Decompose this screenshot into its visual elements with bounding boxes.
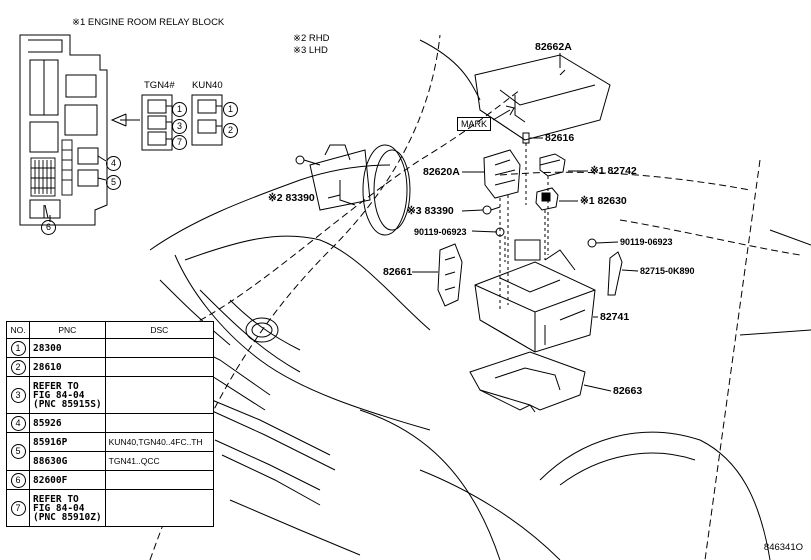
row-pnc: 85916P bbox=[29, 432, 106, 452]
callout-7: 7 bbox=[172, 132, 187, 150]
row-dsc bbox=[104, 413, 215, 433]
row-pnc: 85926 bbox=[29, 413, 106, 433]
mark-label: MARK bbox=[457, 117, 492, 131]
relay-82742 bbox=[539, 153, 566, 177]
relay-cover bbox=[474, 54, 611, 141]
part-82741: 82741 bbox=[600, 311, 630, 323]
row-dsc bbox=[104, 338, 215, 358]
row-no: 5 bbox=[10, 444, 26, 459]
row-no: 1 bbox=[10, 340, 26, 356]
relay-block-outline bbox=[19, 34, 108, 226]
car-body bbox=[149, 34, 801, 560]
callout-1b: 1 bbox=[223, 99, 238, 117]
note-lhd: ※3 LHD bbox=[293, 45, 328, 56]
part-82663: 82663 bbox=[613, 385, 643, 397]
table-row: 2 28610 bbox=[6, 357, 215, 377]
header-pnc: PNC bbox=[29, 321, 106, 339]
table-row: 88630G TGN41..QCC bbox=[7, 451, 215, 471]
row-dsc: KUN40,TGN40..4FC..TH bbox=[104, 432, 215, 452]
row-dsc bbox=[104, 489, 215, 527]
table-row: 3 REFER TO FIG 84-04 (PNC 85915S) bbox=[6, 376, 215, 414]
row-pnc: 28610 bbox=[29, 357, 106, 377]
part-90119-left: 90119-06923 bbox=[414, 227, 467, 237]
row-pnc: REFER TO FIG 84-04 (PNC 85915S) bbox=[29, 376, 106, 414]
row-pnc: 82600F bbox=[29, 470, 106, 490]
variant-tgn4: TGN4# bbox=[144, 80, 175, 91]
fuse-block-82620a bbox=[483, 149, 521, 199]
table-row: 6 82600F bbox=[6, 470, 215, 490]
part-82630: ※1 82630 bbox=[580, 195, 627, 207]
variant-kun40: KUN40 bbox=[192, 80, 223, 91]
figure-id: 846341O bbox=[763, 542, 803, 553]
note-rhd: ※2 RHD bbox=[293, 33, 330, 44]
arrow-icon bbox=[110, 113, 140, 127]
part-82715: 82715-0K890 bbox=[640, 266, 695, 276]
header-dsc: DSC bbox=[104, 321, 215, 339]
callout-5: 5 bbox=[106, 172, 121, 190]
part-82620a: 82620A bbox=[423, 166, 460, 178]
row-no: 2 bbox=[10, 359, 26, 375]
table-header: NO. PNC DSC bbox=[6, 321, 215, 339]
part-83390-lhd: ※3 83390 bbox=[407, 205, 454, 217]
row-dsc bbox=[104, 376, 215, 414]
part-82616: 82616 bbox=[545, 132, 575, 144]
part-82662a: 82662A bbox=[535, 41, 572, 53]
row-pnc: 88630G bbox=[29, 451, 106, 471]
part-83390-rhd: ※2 83390 bbox=[268, 192, 315, 204]
car-body-solid bbox=[149, 39, 811, 560]
kun40-relays bbox=[191, 94, 223, 146]
bracket-82661 bbox=[437, 243, 463, 307]
callout-2: 2 bbox=[223, 120, 238, 138]
row-pnc: REFER TO FIG 84-04 (PNC 85910Z) bbox=[29, 489, 106, 527]
part-82661: 82661 bbox=[383, 266, 413, 278]
part-90119-right: 90119-06923 bbox=[620, 237, 673, 247]
row-dsc: TGN41..QCC bbox=[104, 451, 215, 471]
row-no: 6 bbox=[10, 472, 26, 488]
table-row: 5 85916P KUN40,TGN40..4FC..TH bbox=[6, 432, 215, 471]
tgn4-relays bbox=[141, 94, 173, 151]
row-no: 4 bbox=[10, 415, 26, 431]
brake-master-cylinder bbox=[295, 144, 411, 236]
header-no: NO. bbox=[6, 321, 30, 339]
table-row: 7 REFER TO FIG 84-04 (PNC 85910Z) bbox=[6, 489, 215, 527]
row-no: 7 bbox=[10, 500, 26, 516]
relay-82630 bbox=[535, 187, 559, 211]
row-dsc bbox=[104, 470, 215, 490]
row-dsc bbox=[104, 357, 215, 377]
callout-6: 6 bbox=[41, 217, 56, 235]
row-no: 3 bbox=[10, 387, 26, 403]
table-row: 4 85926 bbox=[6, 413, 215, 433]
callout-4: 4 bbox=[106, 153, 121, 171]
row-pnc: 28300 bbox=[29, 338, 106, 358]
pnc-table: NO. PNC DSC 1 28300 2 28610 3 REFER TO F… bbox=[6, 321, 215, 527]
callout-1: 1 bbox=[172, 99, 187, 117]
callout-3: 3 bbox=[172, 116, 187, 134]
bracket-82663 bbox=[469, 351, 586, 413]
relay-block-title: ※1 ENGINE ROOM RELAY BLOCK bbox=[72, 17, 225, 28]
part-82742: ※1 82742 bbox=[590, 165, 637, 177]
table-row: 1 28300 bbox=[6, 338, 215, 358]
relay-box-82741 bbox=[474, 239, 596, 353]
